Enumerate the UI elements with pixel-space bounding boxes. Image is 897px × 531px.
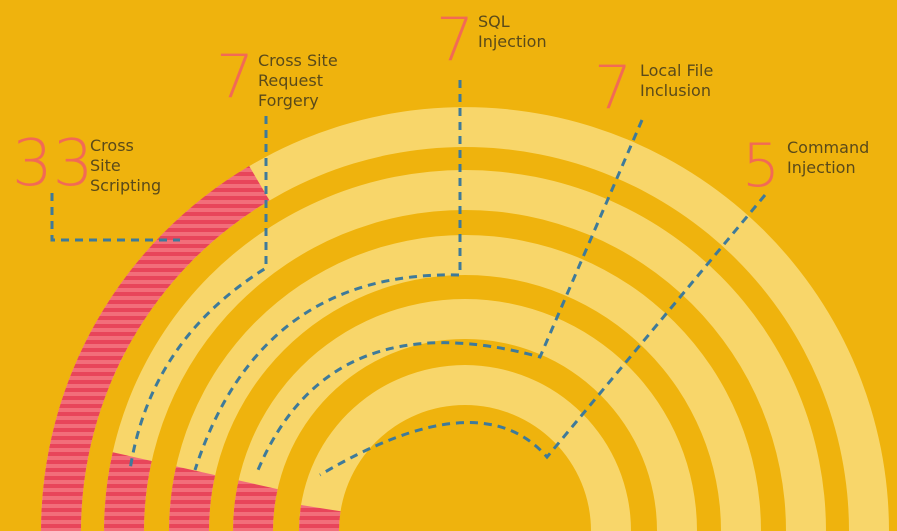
- value-label: 7: [216, 42, 254, 112]
- leader-line: [319, 194, 767, 477]
- category-label: Cross Site: [258, 51, 338, 70]
- leader-line: [128, 116, 268, 471]
- leader-line: [50, 193, 180, 242]
- category-label: Local File: [640, 61, 713, 80]
- leader-line: [256, 119, 644, 471]
- category-label: Inclusion: [640, 81, 711, 100]
- ring-track: [233, 299, 697, 531]
- ring-value-bar: [104, 452, 152, 531]
- category-label: Injection: [787, 158, 856, 177]
- category-label: Request: [258, 71, 323, 90]
- value-label: 33: [12, 127, 93, 201]
- ring-track: [104, 170, 826, 531]
- ring-track: [169, 235, 761, 531]
- category-label: Cross: [90, 136, 134, 155]
- value-label: 7: [594, 53, 632, 123]
- category-label: Command: [787, 138, 869, 157]
- ring-value-bar: [41, 166, 270, 531]
- category-label: Injection: [478, 32, 547, 51]
- category-label: Site: [90, 156, 121, 175]
- value-label: 5: [742, 131, 780, 201]
- category-label: Scripting: [90, 176, 161, 195]
- category-label: Forgery: [258, 91, 319, 110]
- value-label: 7: [436, 5, 474, 75]
- ring-value-bar: [299, 505, 341, 531]
- ring-value-bar: [233, 480, 278, 531]
- category-label: SQL: [478, 12, 510, 31]
- ring-value-bar: [169, 466, 216, 531]
- ring-track: [299, 365, 631, 531]
- leader-line: [193, 80, 462, 471]
